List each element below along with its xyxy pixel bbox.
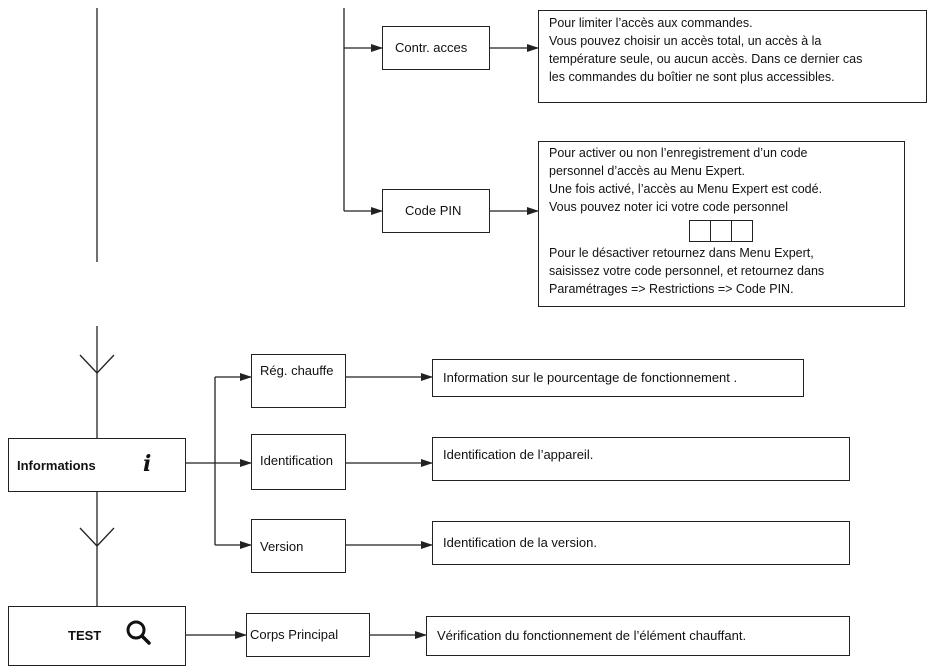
corps-principal-node: Corps Principal [246, 613, 370, 657]
desc-line: Une fois activé, l’accès au Menu Expert … [549, 182, 823, 196]
desc-line: personnel d’accès au Menu Expert. [549, 164, 745, 178]
contr-acces-label: Contr. acces [395, 40, 468, 55]
desc-line: Vous pouvez choisir un accès total, un a… [549, 34, 822, 48]
contr-acces-description: Pour limiter l’accès aux commandes. Vous… [538, 10, 927, 103]
identification-description: Identification de l’appareil. [432, 437, 850, 481]
code-pin-label: Code PIN [405, 203, 462, 218]
desc-line: température seule, ou aucun accès. Dans … [549, 52, 863, 66]
code-pin-node: Code PIN [382, 189, 490, 233]
desc-line: les commandes du boîtier ne sont plus ac… [549, 70, 835, 84]
info-icon: i [143, 451, 152, 477]
informations-node: Informations i [8, 438, 186, 492]
reg-chauffe-node: Rég. chauffe [251, 354, 346, 408]
magnifier-icon [126, 620, 151, 645]
test-label: TEST [68, 628, 102, 643]
chevron-down-icon [79, 354, 115, 374]
identification-node: Identification [251, 434, 346, 490]
desc-line: Pour activer ou non l’enregistrement d’u… [549, 146, 808, 160]
corps-principal-description: Vérification du fonctionnement de l’élém… [426, 616, 850, 656]
reg-chauffe-desc: Information sur le pourcentage de foncti… [443, 370, 738, 385]
desc-line: Paramétrages => Restrictions => Code PIN… [549, 282, 794, 296]
test-node: TEST [8, 606, 186, 666]
chevron-down-icon [79, 527, 115, 547]
version-description: Identification de la version. [432, 521, 850, 565]
reg-chauffe-label: Rég. chauffe [260, 363, 334, 378]
desc-line: Pour le désactiver retournez dans Menu E… [549, 246, 814, 260]
informations-label: Informations [17, 458, 96, 473]
version-node: Version [251, 519, 346, 573]
identification-label: Identification [260, 453, 333, 468]
corps-principal-label: Corps Principal [250, 627, 339, 642]
reg-chauffe-description: Information sur le pourcentage de foncti… [432, 359, 804, 397]
identification-desc: Identification de l’appareil. [443, 447, 594, 462]
desc-line: Vous pouvez noter ici votre code personn… [549, 200, 789, 214]
code-pin-description: Pour activer ou non l’enregistrement d’u… [538, 141, 905, 307]
version-desc: Identification de la version. [443, 535, 597, 550]
corps-principal-desc: Vérification du fonctionnement de l’élém… [437, 628, 747, 643]
contr-acces-node: Contr. acces [382, 26, 490, 70]
pin-digit-box [689, 220, 711, 242]
desc-line: Pour limiter l’accès aux commandes. [549, 16, 753, 30]
pin-digit-box [710, 220, 732, 242]
version-label: Version [260, 539, 304, 554]
desc-line: saisissez votre code personnel, et retou… [549, 264, 825, 278]
pin-digit-box [731, 220, 753, 242]
